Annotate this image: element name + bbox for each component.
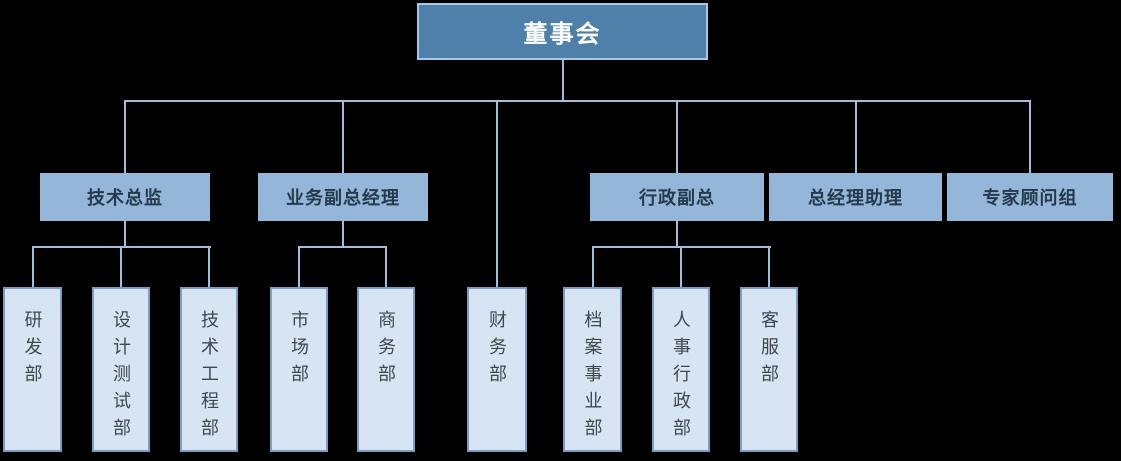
- connector-line: [342, 100, 344, 173]
- connector-line: [592, 246, 594, 287]
- connector-line: [855, 100, 857, 173]
- connector-line: [496, 100, 498, 287]
- org-node-marketing-dept: 市场部: [270, 287, 328, 452]
- org-node-label: 客服部: [759, 310, 779, 391]
- connector-line: [342, 221, 344, 246]
- org-node-label: 市场部: [289, 310, 309, 391]
- org-node-label: 设计测试部: [111, 310, 131, 445]
- org-node-label: 技术工程部: [199, 310, 219, 445]
- org-node-label: 业务副总经理: [286, 188, 400, 208]
- org-node-archives-dept: 档案事业部: [563, 287, 622, 452]
- connector-line: [120, 246, 122, 287]
- connector-line: [768, 246, 770, 287]
- org-node-customer-service-dept: 客服部: [740, 287, 798, 452]
- org-node-finance-dept: 财务部: [467, 287, 527, 452]
- connector-line: [592, 246, 771, 248]
- org-node-gm-assistant: 总经理助理: [769, 173, 942, 221]
- connector-line: [385, 246, 387, 287]
- org-node-label: 商务部: [376, 310, 396, 391]
- connector-line: [124, 221, 126, 246]
- connector-line: [298, 246, 387, 248]
- org-node-commerce-dept: 商务部: [357, 287, 415, 452]
- org-node-tech-engineering-dept: 技术工程部: [180, 287, 238, 452]
- org-node-label: 研发部: [22, 310, 43, 391]
- org-node-label: 总经理助理: [808, 188, 903, 208]
- org-node-label: 人事行政部: [671, 310, 691, 445]
- connector-line: [32, 246, 34, 287]
- org-node-label: 财务部: [487, 310, 507, 391]
- org-node-board: 董事会: [417, 3, 708, 60]
- connector-line: [680, 246, 682, 287]
- org-node-label: 档案事业部: [582, 310, 603, 445]
- org-node-hr-admin-dept: 人事行政部: [652, 287, 710, 452]
- connector-line: [676, 100, 678, 173]
- org-node-rd-dept: 研发部: [3, 287, 62, 452]
- connector-line: [676, 221, 678, 246]
- org-node-label: 技术总监: [87, 188, 163, 208]
- org-node-label: 专家顾问组: [982, 188, 1078, 208]
- org-node-admin-deputy-gm: 行政副总: [590, 173, 764, 221]
- connector-line: [208, 246, 210, 287]
- connector-line: [124, 100, 1031, 102]
- connector-line: [32, 246, 211, 248]
- connector-line: [124, 100, 126, 173]
- org-node-label: 行政副总: [639, 188, 715, 208]
- org-node-business-deputy-gm: 业务副总经理: [258, 173, 428, 221]
- org-node-label: 董事会: [523, 21, 602, 48]
- connector-line: [562, 60, 564, 100]
- connector-line: [298, 246, 300, 287]
- connector-line: [1029, 100, 1031, 173]
- org-node-expert-advisory-group: 专家顾问组: [947, 173, 1113, 221]
- org-node-tech-director: 技术总监: [40, 173, 210, 221]
- org-node-design-testing-dept: 设计测试部: [92, 287, 150, 452]
